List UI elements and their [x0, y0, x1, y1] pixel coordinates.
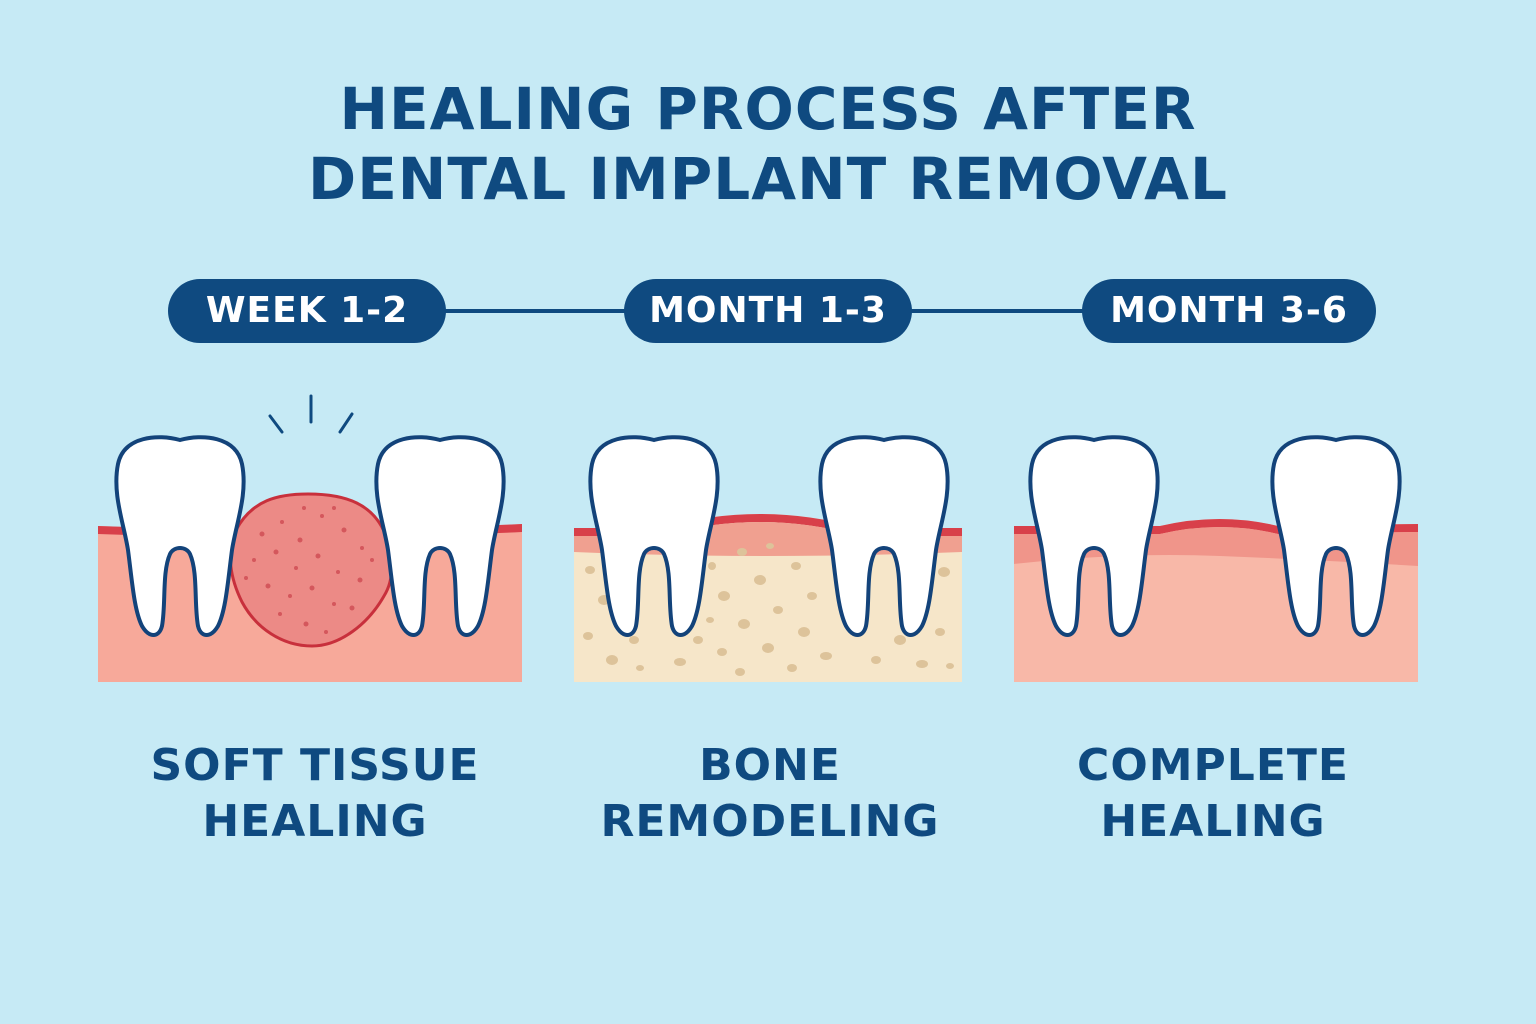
stage-2-caption: BONE REMODELING — [570, 738, 970, 850]
stage-3-caption-line-1: COMPLETE — [1018, 738, 1408, 794]
stage-1-caption-line-1: SOFT TISSUE — [120, 738, 510, 794]
stage-3-caption-line-2: HEALING — [1018, 794, 1408, 850]
stage-1-caption: SOFT TISSUE HEALING — [120, 738, 510, 850]
panel-soft-tissue-healing — [98, 396, 522, 682]
stage-1-caption-line-2: HEALING — [120, 794, 510, 850]
panel-bone-remodeling — [574, 437, 962, 682]
swelling-marks — [270, 396, 352, 432]
panel-complete-healing — [1014, 437, 1418, 682]
stage-3-caption: COMPLETE HEALING — [1018, 738, 1408, 850]
stage-2-caption-line-1: BONE — [570, 738, 970, 794]
stage-2-caption-line-2: REMODELING — [570, 794, 970, 850]
